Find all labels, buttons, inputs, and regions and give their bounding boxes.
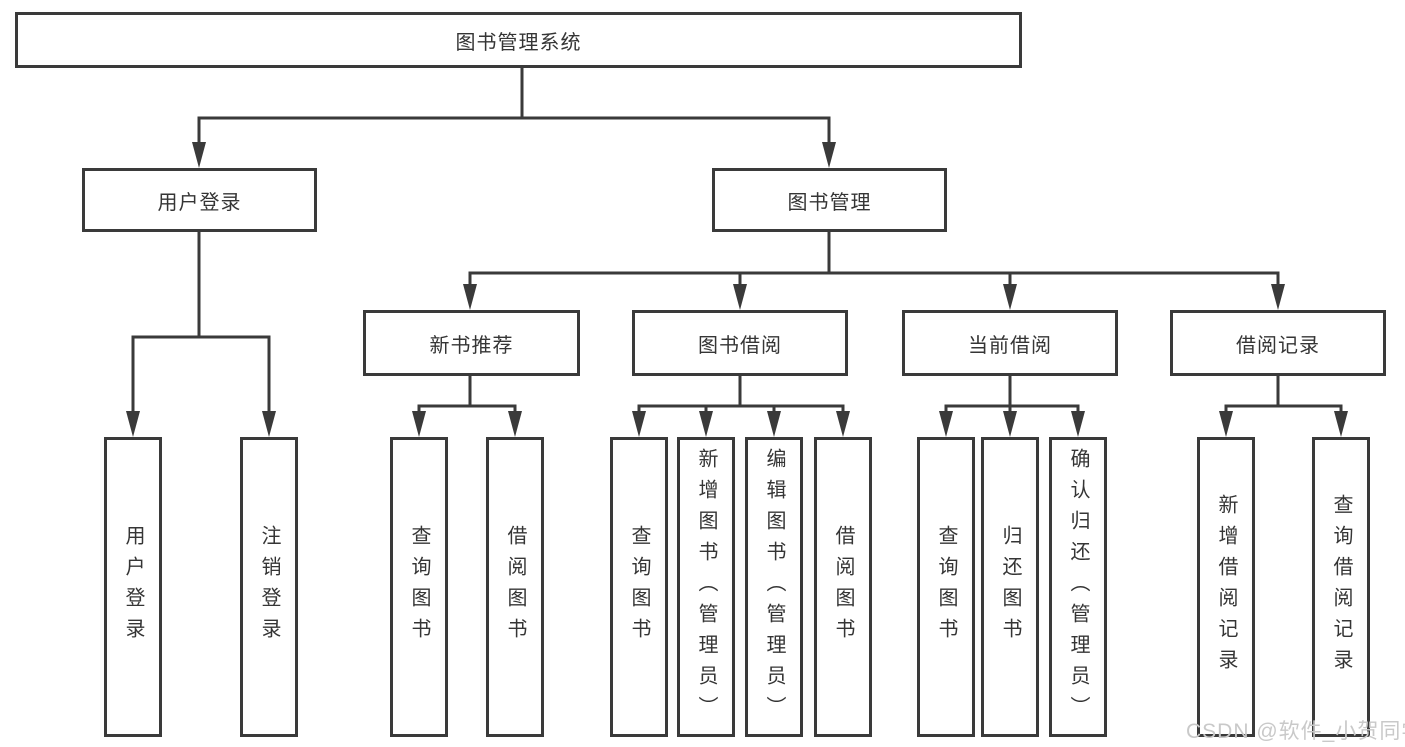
arrow-to-user-login xyxy=(192,142,206,168)
leaf-logout-label: 注销登录 xyxy=(258,525,280,649)
node-root-system: 图书管理系统 xyxy=(15,12,1022,68)
node-current-borrow: 当前借阅 xyxy=(902,310,1118,376)
arrow-to-leaf-re-add xyxy=(1219,411,1233,437)
leaf-current-query-books: 查询图书 xyxy=(917,437,975,737)
leaf-current-confirm-return-admin-label: 确认归还（管理员） xyxy=(1067,447,1089,727)
arrow-to-leaf-br-add xyxy=(699,411,713,437)
node-book-borrow: 图书借阅 xyxy=(632,310,848,376)
arrow-to-new-book xyxy=(463,284,477,310)
node-new-book-recommend: 新书推荐 xyxy=(363,310,580,376)
leaf-borrow-query-books-label: 查询图书 xyxy=(628,525,650,649)
arrow-to-leaf-br-edit xyxy=(767,411,781,437)
leaf-current-confirm-return-admin: 确认归还（管理员） xyxy=(1049,437,1107,737)
arrow-to-leaf-cu-query xyxy=(939,411,953,437)
leaf-newbook-borrow-books: 借阅图书 xyxy=(486,437,544,737)
leaf-newbook-query-books: 查询图书 xyxy=(390,437,448,737)
connector-records-to-leaves xyxy=(1224,376,1343,413)
leaf-borrow-borrow-books-label: 借阅图书 xyxy=(832,525,854,649)
connector-newbook-to-leaves xyxy=(417,376,517,413)
arrowheads xyxy=(126,142,1348,437)
leaf-borrow-add-books-admin: 新增图书（管理员） xyxy=(677,437,735,737)
leaf-borrow-edit-books-admin-label: 编辑图书（管理员） xyxy=(763,447,785,727)
leaf-current-query-books-label: 查询图书 xyxy=(935,525,957,649)
leaf-borrow-edit-books-admin: 编辑图书（管理员） xyxy=(745,437,803,737)
arrow-to-leaf-nb-query xyxy=(412,411,426,437)
leaf-logout: 注销登录 xyxy=(240,437,298,737)
connector-borrow-to-leaves xyxy=(637,376,845,413)
arrow-to-leaf-re-query xyxy=(1334,411,1348,437)
leaf-borrow-borrow-books: 借阅图书 xyxy=(814,437,872,737)
arrow-to-book-mgmt xyxy=(822,142,836,168)
connector-bookmgmt-to-level3 xyxy=(468,232,1280,286)
leaf-current-return-books-label: 归还图书 xyxy=(999,525,1021,649)
arrow-to-borrow-records xyxy=(1271,284,1285,310)
leaf-borrow-query-books: 查询图书 xyxy=(610,437,668,737)
leaf-records-add-record-label: 新增借阅记录 xyxy=(1215,494,1237,680)
arrow-to-leaf-login xyxy=(126,411,140,437)
connector-login-to-leaves xyxy=(131,232,271,413)
arrow-to-leaf-cu-return xyxy=(1003,411,1017,437)
csdn-watermark: CSDN @软件_小贺同学 xyxy=(1186,720,1405,743)
leaf-records-add-record: 新增借阅记录 xyxy=(1197,437,1255,737)
leaf-newbook-borrow-books-label: 借阅图书 xyxy=(504,525,526,649)
leaf-records-query-record: 查询借阅记录 xyxy=(1312,437,1370,737)
connector-current-to-leaves xyxy=(944,376,1080,413)
arrow-to-book-borrow xyxy=(733,284,747,310)
node-borrow-records: 借阅记录 xyxy=(1170,310,1386,376)
leaf-newbook-query-books-label: 查询图书 xyxy=(408,525,430,649)
node-user-login: 用户登录 xyxy=(82,168,317,232)
arrow-to-leaf-br-borrow xyxy=(836,411,850,437)
leaf-borrow-add-books-admin-label: 新增图书（管理员） xyxy=(695,447,717,727)
arrow-to-leaf-logout xyxy=(262,411,276,437)
arrow-to-leaf-nb-borrow xyxy=(508,411,522,437)
node-book-management: 图书管理 xyxy=(712,168,947,232)
leaf-user-login: 用户登录 xyxy=(104,437,162,737)
arrow-to-current-borrow xyxy=(1003,284,1017,310)
leaf-current-return-books: 归还图书 xyxy=(981,437,1039,737)
leaf-user-login-label: 用户登录 xyxy=(122,525,144,649)
leaf-records-query-record-label: 查询借阅记录 xyxy=(1330,494,1352,680)
arrow-to-leaf-br-query xyxy=(632,411,646,437)
connector-root-to-level2 xyxy=(197,68,831,144)
arrow-to-leaf-cu-confirm xyxy=(1071,411,1085,437)
